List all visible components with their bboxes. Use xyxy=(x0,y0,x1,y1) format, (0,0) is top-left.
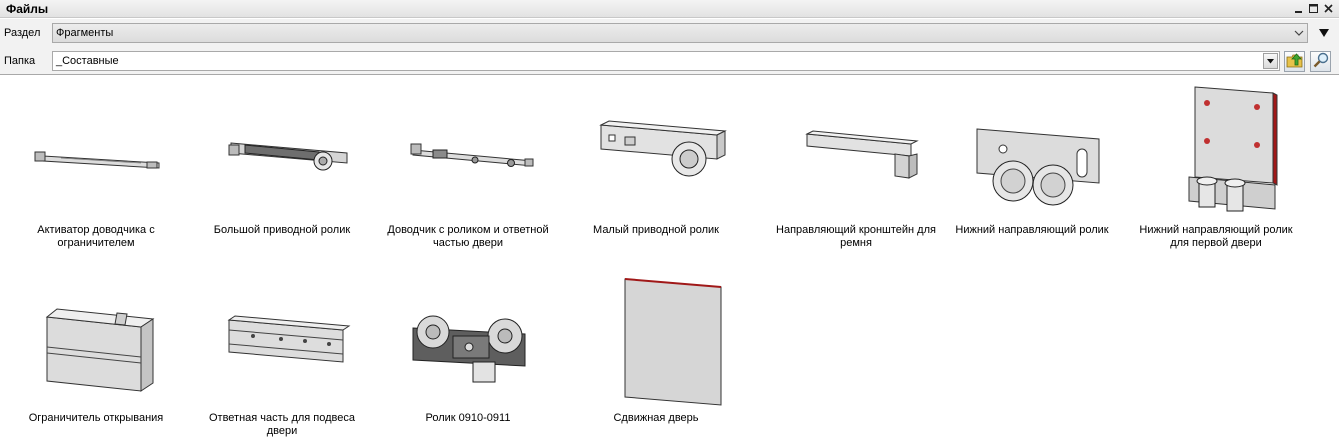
section-value: Фрагменты xyxy=(56,27,114,39)
large-drive-roller-icon xyxy=(228,142,348,171)
folder-select[interactable]: _Составные xyxy=(52,51,1280,71)
bottom-guide-roller-icon xyxy=(976,128,1100,206)
opening-limiter-icon xyxy=(45,308,155,392)
fragment-label: Нижний направляющий ролик xyxy=(955,224,1109,236)
folder-up-button[interactable] xyxy=(1284,51,1305,72)
small-drive-roller-icon xyxy=(599,120,727,177)
section-label: Раздел xyxy=(4,27,41,39)
window-titlebar: Файлы xyxy=(0,0,1339,18)
door-closer-activator-icon xyxy=(34,151,160,169)
fragment-item[interactable]: Ролик 0910-0911 xyxy=(378,272,558,425)
fragment-item[interactable]: Малый приводной ролик xyxy=(566,84,746,237)
fragment-item[interactable]: Ограничитель открывания xyxy=(6,272,186,425)
maximize-icon[interactable] xyxy=(1307,1,1320,16)
folder-row: Папка _Составные xyxy=(0,47,1339,75)
chevron-down-icon[interactable] xyxy=(1291,24,1307,42)
section-row: Раздел Фрагменты xyxy=(0,19,1339,47)
fragment-label: Активатор доводчика с ограничителем xyxy=(37,224,155,249)
search-button[interactable] xyxy=(1310,51,1331,72)
section-select[interactable]: Фрагменты xyxy=(52,23,1308,43)
belt-guide-bracket-icon xyxy=(805,130,919,179)
minimize-icon[interactable] xyxy=(1292,1,1305,16)
door-hanger-counterpart-icon xyxy=(227,315,351,363)
fragment-item[interactable]: Большой приводной ролик xyxy=(192,84,372,237)
fragment-label: Ограничитель открывания xyxy=(28,412,164,424)
folder-value: _Составные xyxy=(56,55,119,67)
bottom-guide-roller-first-door-icon xyxy=(1188,86,1278,212)
folder-label: Папка xyxy=(4,55,36,67)
fragment-item[interactable]: Сдвижная дверь xyxy=(566,272,746,425)
fragment-item[interactable]: Направляющий кронштейн для ремня xyxy=(766,84,946,250)
fragment-label: Сдвижная дверь xyxy=(613,412,699,424)
window-title: Файлы xyxy=(6,2,49,16)
chevron-down-icon[interactable] xyxy=(1263,53,1278,69)
sliding-door-icon xyxy=(624,278,722,406)
folder-up-icon xyxy=(1286,52,1303,71)
fragment-item[interactable]: Нижний направляющий ролик для первой две… xyxy=(1126,84,1306,250)
panel-menu-dropdown-icon[interactable] xyxy=(1317,26,1331,40)
fragment-item[interactable]: Ответная часть для подвеса двери xyxy=(192,272,372,438)
roller-0910-0911-icon xyxy=(412,315,526,383)
fragment-label: Малый приводной ролик xyxy=(593,224,719,236)
fragment-label: Большой приводной ролик xyxy=(213,224,351,236)
search-icon xyxy=(1313,52,1329,71)
fragment-label: Ролик 0910-0911 xyxy=(425,412,511,424)
fragment-item[interactable]: Доводчик с роликом и ответной частью две… xyxy=(378,84,558,250)
fragment-label: Нижний направляющий ролик для первой две… xyxy=(1139,224,1293,249)
close-icon[interactable] xyxy=(1322,1,1335,16)
fragment-label: Ответная часть для подвеса двери xyxy=(208,412,356,437)
fragment-label: Направляющий кронштейн для ремня xyxy=(776,224,936,249)
fragment-item[interactable]: Нижний направляющий ролик xyxy=(942,84,1122,237)
fragments-grid: Активатор доводчика с ограничителем Боль… xyxy=(0,76,1339,443)
fragment-label: Доводчик с роликом и ответной частью две… xyxy=(387,224,549,249)
closer-with-roller-icon xyxy=(410,143,534,167)
fragment-item[interactable]: Активатор доводчика с ограничителем xyxy=(6,84,186,250)
